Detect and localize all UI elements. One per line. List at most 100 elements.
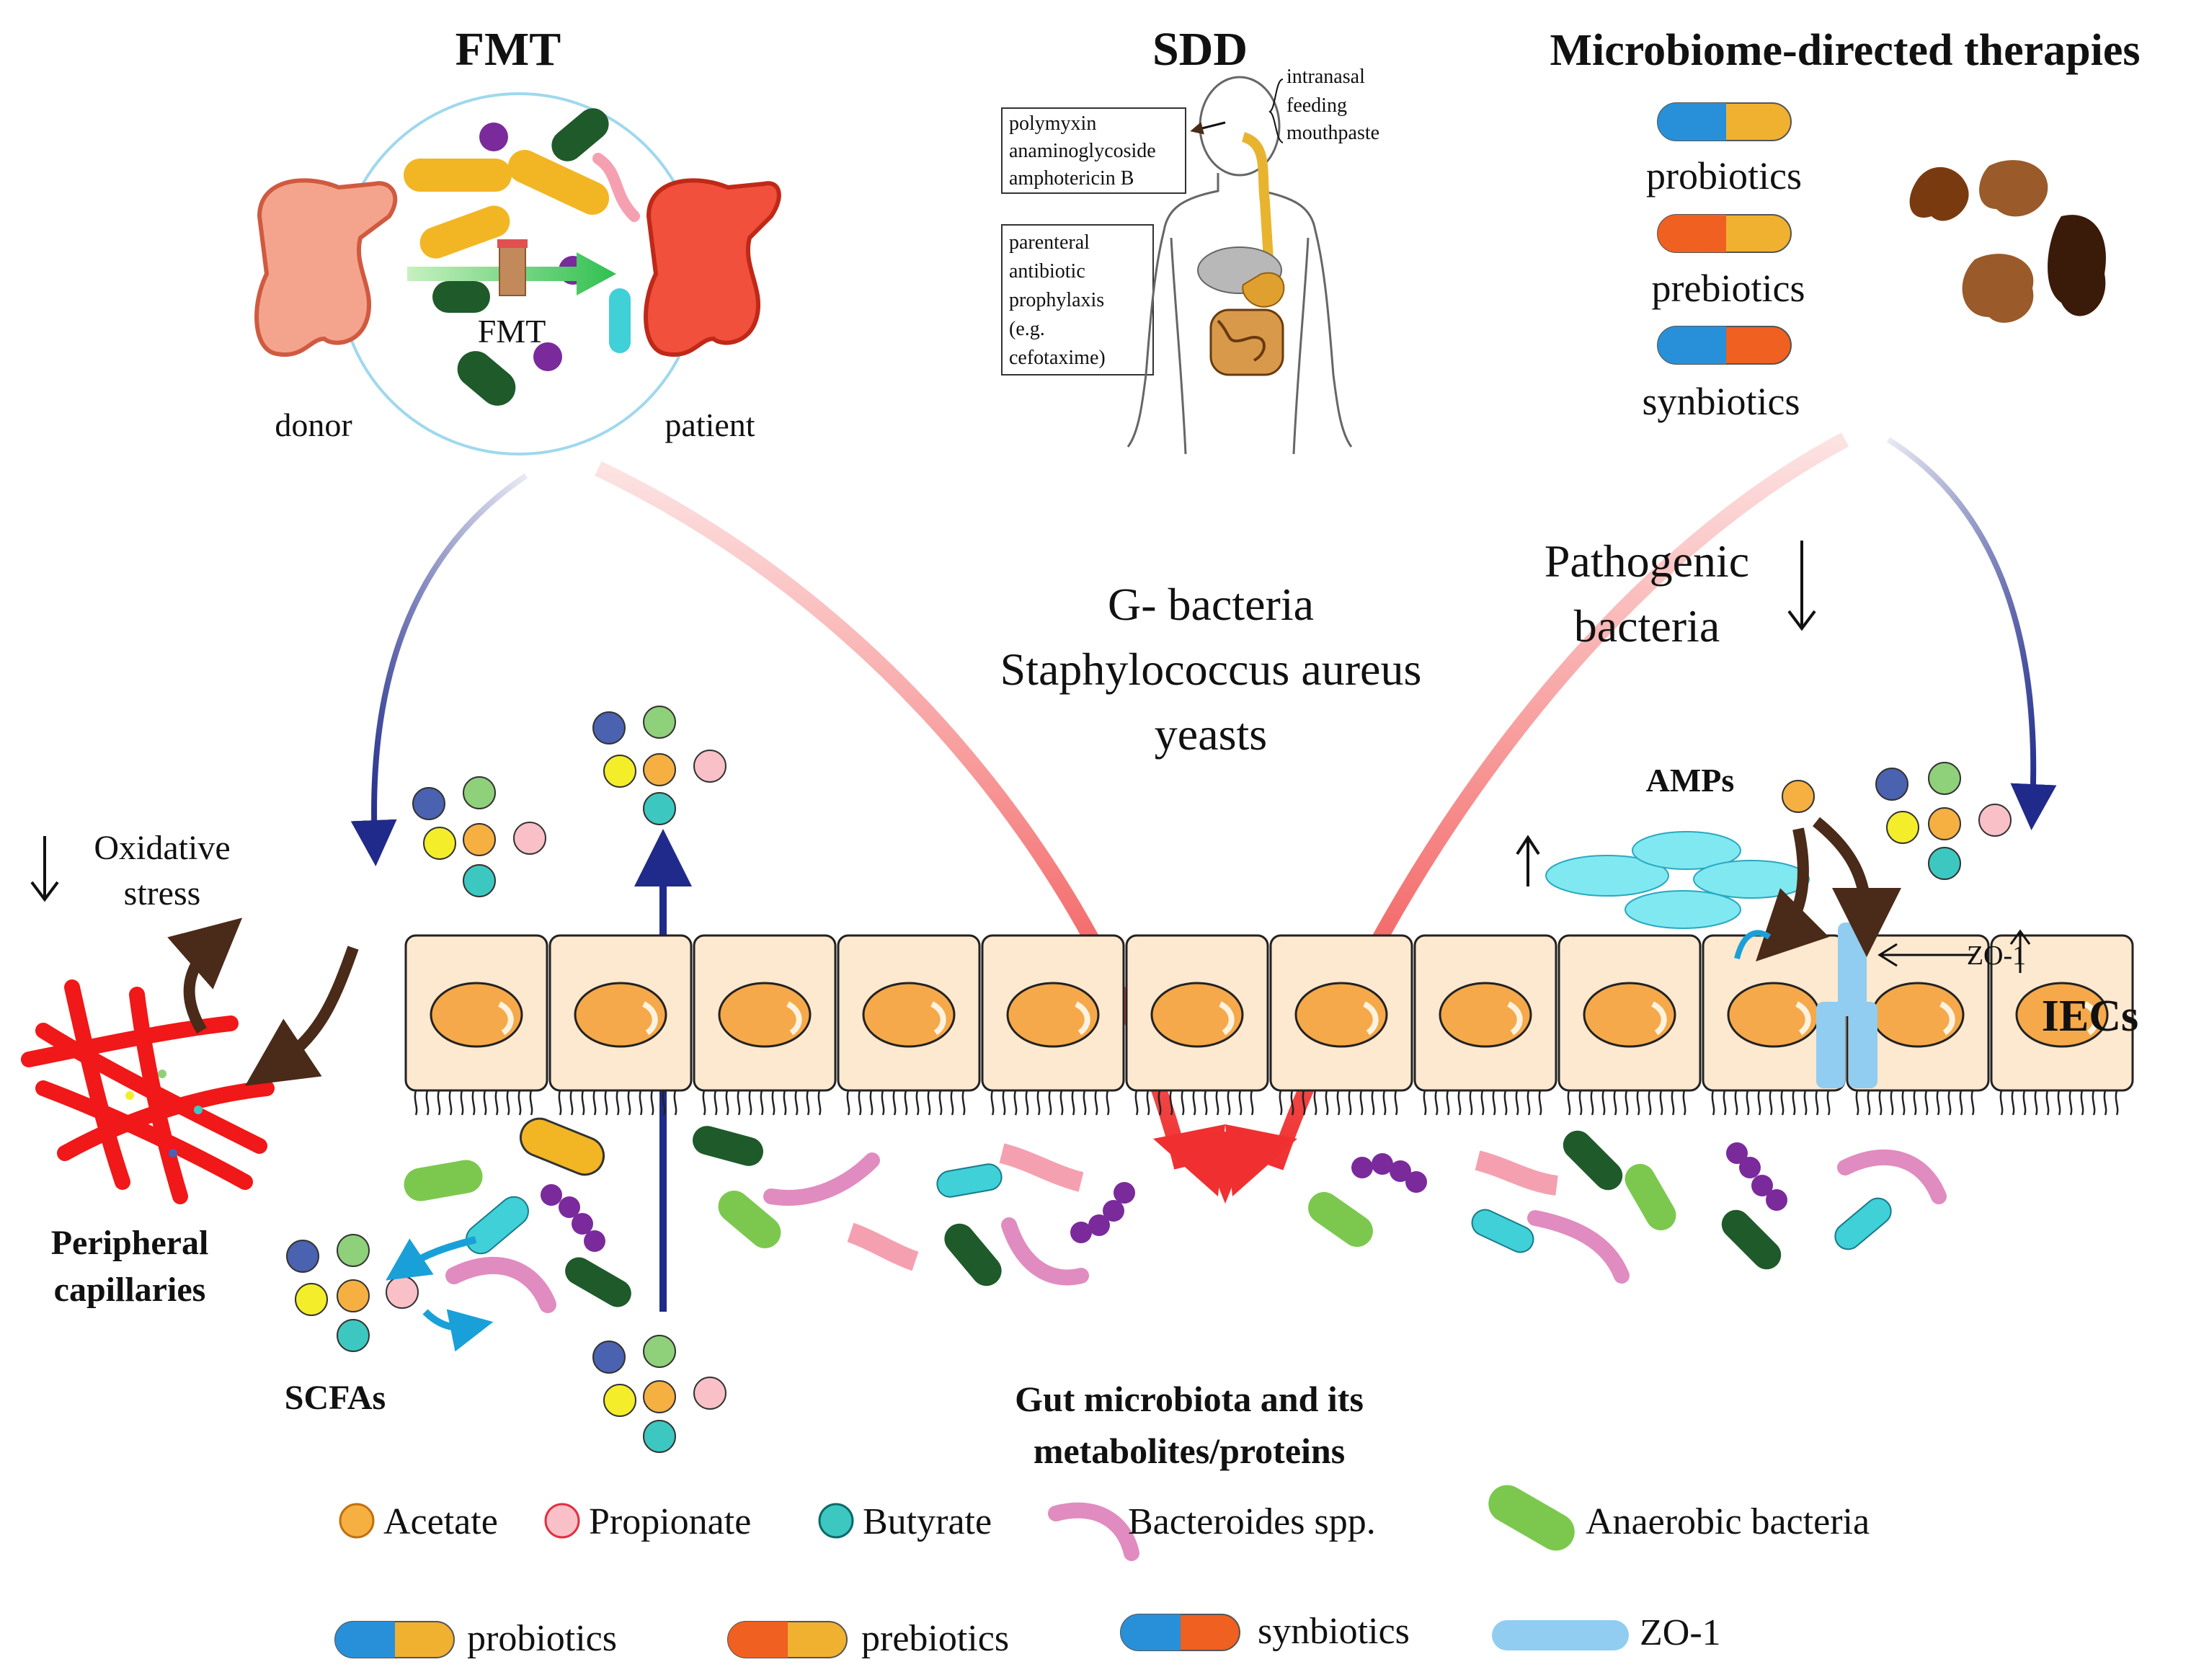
iec-cell-row [404, 934, 2134, 1116]
zo1-increase-icon [2009, 929, 2031, 973]
arrow-fmt-to-scfa [350, 473, 528, 866]
legend-butyrate: Butyrate [863, 1501, 992, 1542]
mdt-capsule-prebiotics [1657, 214, 1792, 253]
title-fmt: FMT [455, 23, 561, 76]
fmt-vial-cap [497, 239, 528, 248]
iec-cell [1702, 934, 1846, 1116]
microbe-green-anaerobic-2 [718, 1191, 781, 1248]
sdd-box2-line1: parenteral [1009, 231, 1090, 254]
sdd-box1-line3: amphotericin B [1009, 167, 1134, 190]
arrow-acetate-to-iec [1756, 827, 1829, 961]
iec-nucleus [1583, 982, 1676, 1048]
gut-label-line-2: metabolites/proteins [1034, 1431, 1345, 1471]
legend-synbiotics: synbiotics [1258, 1611, 1410, 1652]
iec-cell [693, 934, 837, 1116]
iec-nucleus [1294, 982, 1388, 1048]
zo1-junction-left [1816, 1002, 1845, 1088]
legend-propionate-icon [544, 1503, 580, 1539]
iec-cell [1990, 934, 2134, 1116]
pathogenic-decrease-icon [1787, 541, 1816, 631]
iec-cell [1269, 934, 1413, 1116]
stool-blob-icon-2 [1979, 160, 2048, 217]
target-line-1: G- bacteria [1108, 579, 1314, 630]
iec-nucleus [1006, 982, 1100, 1048]
mdt-label-prebiotics: prebiotics [1652, 267, 1805, 310]
iec-microvilli [1711, 1090, 1831, 1116]
sdd-box-prophylaxis [1001, 224, 1154, 375]
capillary-dot-blue [169, 1149, 177, 1157]
sdd-box2-line3: prophylaxis [1009, 289, 1104, 311]
iec-microvilli [846, 1090, 966, 1116]
sdd-box-drugs [1001, 107, 1186, 194]
fmt-bacterium-yellow-3 [419, 205, 510, 259]
stool-blob-icon-3 [2048, 215, 2106, 316]
sdd-nasal-pointer [1190, 121, 1226, 135]
iec-nucleus [718, 982, 812, 1048]
oxidative-line-1: Oxidative [94, 829, 230, 867]
iec-microvilli [1999, 1090, 2119, 1116]
capillary-dot-yellow [125, 1091, 134, 1100]
gut-label-line-1: Gut microbiota and its [1015, 1379, 1364, 1419]
fmt-center-label: FMT [478, 313, 546, 350]
amps-label: AMPs [1646, 762, 1735, 799]
microbe-darkgreen-5 [1721, 1209, 1782, 1270]
arrow-scfa-to-capillary [245, 946, 359, 1086]
sdd-side-line2: feeding [1286, 94, 1347, 117]
iec-cell [1846, 934, 1990, 1116]
sdd-brace [1268, 79, 1284, 143]
iec-microvilli [1134, 1090, 1254, 1116]
legend-probiotics-icon [334, 1621, 455, 1658]
microbe-green-anaerobic-3 [1308, 1191, 1373, 1248]
iec-nucleus [1150, 982, 1244, 1048]
microbe-bacteroides-4 [1527, 1210, 1630, 1284]
microbe-pink-3 [847, 1222, 919, 1271]
mdt-label-synbiotics: synbiotics [1642, 380, 1800, 423]
legend-bacteroides: Bacteroides spp. [1128, 1501, 1376, 1542]
iec-nucleus [2015, 982, 2109, 1048]
iec-microvilli [1279, 1090, 1398, 1116]
amps-increase-icon [1516, 835, 1540, 886]
sdd-side-line1: intranasal [1286, 66, 1365, 88]
intestine-coil [1217, 319, 1266, 362]
mdt-capsule-synbiotics [1657, 326, 1792, 365]
peripheral-line-2: capillaries [54, 1271, 206, 1309]
legend-synbiotics-icon [1120, 1614, 1240, 1651]
legend-zo1-icon [1492, 1620, 1629, 1650]
iec-cell [404, 934, 548, 1116]
iec-cell [548, 934, 693, 1116]
sdd-box2-line4: (e.g. [1009, 318, 1045, 340]
arrow-fermentation-2 [386, 1236, 477, 1281]
arrow-acetate-to-zo1 [1813, 817, 1901, 957]
legend-probiotics: probiotics [467, 1618, 617, 1659]
capillary-network-icon [21, 979, 275, 1204]
microbe-bacteroides-5 [1837, 1150, 1947, 1204]
target-line-2: Staphylococcus aureus [1000, 644, 1422, 695]
legend-butyrate-icon [818, 1503, 854, 1539]
pathogenic-line-1: Pathogenic [1545, 535, 1749, 587]
amp-acetate-bubble [1782, 780, 1815, 813]
fmt-bubble-purple-1 [479, 123, 508, 151]
scfa-cluster-4 [592, 1335, 726, 1453]
microbe-purple-chain-1 [541, 1184, 605, 1252]
iec-cell [981, 934, 1125, 1116]
esophagus-icon [1241, 132, 1274, 260]
microbe-green-anaerobic-4 [1625, 1163, 1676, 1231]
patient-colon-icon [644, 178, 781, 357]
microbe-darkgreen-1 [565, 1257, 631, 1307]
mdt-label-probiotics: probiotics [1646, 154, 1802, 197]
oxidative-line-2: stress [124, 874, 201, 912]
fmt-bacterium-yellow-2 [507, 150, 610, 215]
mdt-panel: probiotics prebiotics synbiotics [1642, 102, 2106, 423]
legend-bacteroides-icon [1048, 1502, 1139, 1561]
fmt-bacterium-yellow-1 [404, 159, 512, 192]
sdd-panel: polymyxin anaminoglycoside amphotericin … [1001, 66, 1379, 455]
microbe-darkgreen-2 [693, 1126, 763, 1166]
iec-nucleus [862, 982, 956, 1048]
microbe-pink-4 [1475, 1150, 1559, 1196]
iec-microvilli [1567, 1090, 1686, 1116]
scfa-cluster-5 [1875, 762, 2012, 880]
fmt-patient-label: patient [665, 406, 755, 443]
iec-nucleus [1439, 982, 1532, 1048]
fmt-vial-icon [499, 244, 526, 296]
